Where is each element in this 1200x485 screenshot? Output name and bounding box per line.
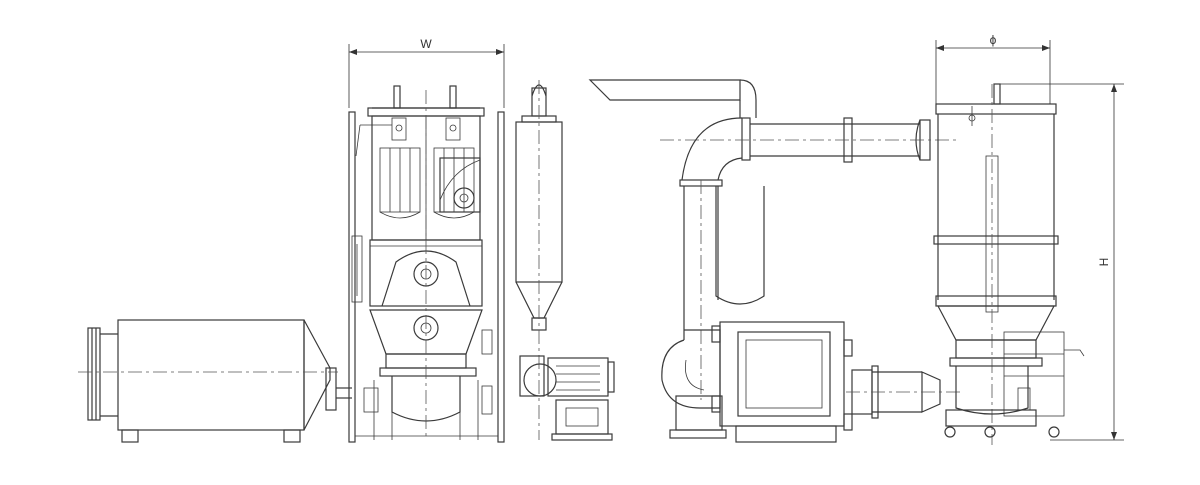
air-duct xyxy=(588,79,960,400)
air-filter-silencer xyxy=(78,319,352,443)
blower-volute xyxy=(661,329,727,439)
drying-tower xyxy=(933,83,1085,445)
width-label: W xyxy=(420,37,432,51)
exhaust-fan xyxy=(519,355,615,441)
cyclone-separator xyxy=(515,80,563,440)
diameter-dimension xyxy=(935,40,1051,104)
heater-box xyxy=(711,321,960,443)
height-dimension xyxy=(1000,83,1124,441)
granulator-body xyxy=(348,85,505,443)
diameter-label: ϕ xyxy=(990,33,997,47)
height-label: H xyxy=(1097,258,1111,267)
width-dimension xyxy=(348,44,505,108)
